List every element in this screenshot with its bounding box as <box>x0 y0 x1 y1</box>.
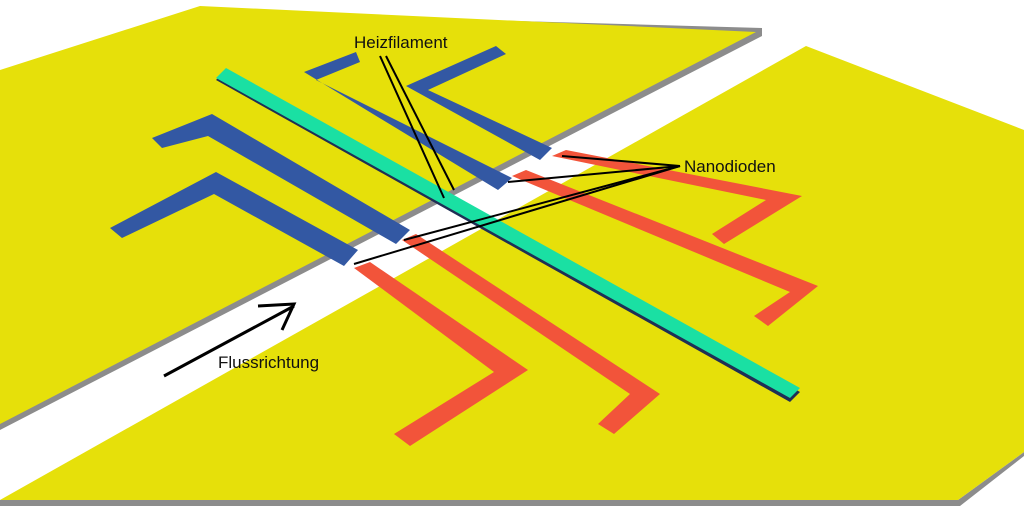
flow-arrow <box>163 302 297 378</box>
right-plate-edge <box>0 452 1024 506</box>
red-electrode-4 <box>552 150 802 244</box>
flow-label: Flussrichtung <box>218 353 319 372</box>
heater-filament <box>216 68 800 402</box>
blue-electrodes <box>110 46 552 266</box>
annotation-lines <box>353 55 681 265</box>
blue-electrode-4 <box>406 46 552 160</box>
diodes-label: Nanodioden <box>684 157 776 176</box>
red-electrode-3 <box>512 170 818 326</box>
labels: Heizfilament Nanodioden Flussrichtung <box>218 33 776 372</box>
diode-pointer-3 <box>403 165 681 241</box>
heater-filament-strip <box>216 68 800 398</box>
heater-pointer-2 <box>385 55 455 191</box>
diode-pointer-4 <box>353 165 681 265</box>
heater-label: Heizfilament <box>354 33 448 52</box>
red-electrode-1 <box>354 262 528 446</box>
flow-arrow-shaft <box>163 304 295 378</box>
diode-pointer-1 <box>561 155 681 167</box>
heater-pointer-1 <box>379 55 445 199</box>
blue-electrode-3 <box>304 52 512 190</box>
blue-electrode-1 <box>110 172 358 266</box>
blue-electrode-2 <box>152 114 410 244</box>
red-electrode-2 <box>402 234 660 434</box>
red-electrodes <box>354 150 818 446</box>
substrate-plates <box>0 6 1024 506</box>
flow-arrow-head <box>257 302 297 331</box>
diode-pointer-2 <box>507 165 681 183</box>
